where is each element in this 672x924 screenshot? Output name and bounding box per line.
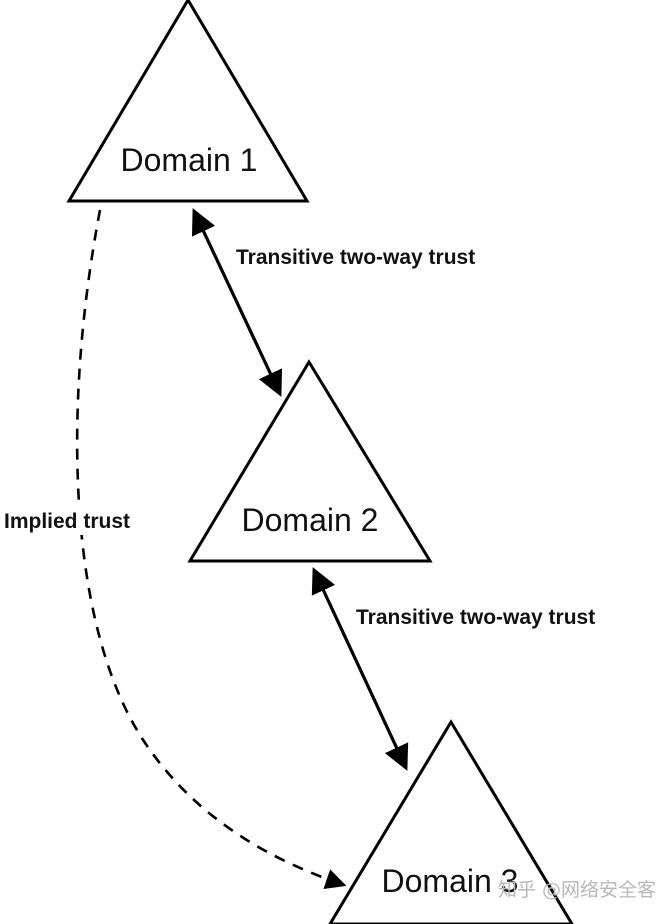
link-domain1-domain2: Transitive two-way trust [191, 208, 475, 397]
domain-2-triangle [187, 359, 433, 563]
domain-1-label: Domain 1 [121, 142, 258, 178]
domain-2-node: Domain 2 [187, 359, 433, 563]
two-way-arrow-2 [311, 567, 409, 771]
implied-trust-arrow [75, 209, 347, 890]
domain-1-triangle [66, 0, 310, 203]
domain-1-node: Domain 1 [66, 0, 310, 203]
implied-trust-label: Implied trust [4, 510, 130, 533]
two-way-arrow-1 [191, 208, 283, 397]
link-domain1-domain3: Implied trust [0, 209, 347, 890]
link-domain2-domain3: Transitive two-way trust [311, 567, 595, 771]
domain-3-node: Domain 3 [328, 719, 574, 924]
domain-3-triangle [328, 719, 574, 924]
domain-2-label: Domain 2 [242, 502, 379, 538]
transitive-trust-label-1: Transitive two-way trust [236, 246, 475, 269]
domain-3-label: Domain 3 [382, 863, 519, 899]
implied-trust-label-bg [0, 505, 172, 535]
watermark-text: 知乎 @网络安全客 [498, 879, 656, 901]
transitive-trust-label-2: Transitive two-way trust [356, 606, 595, 629]
